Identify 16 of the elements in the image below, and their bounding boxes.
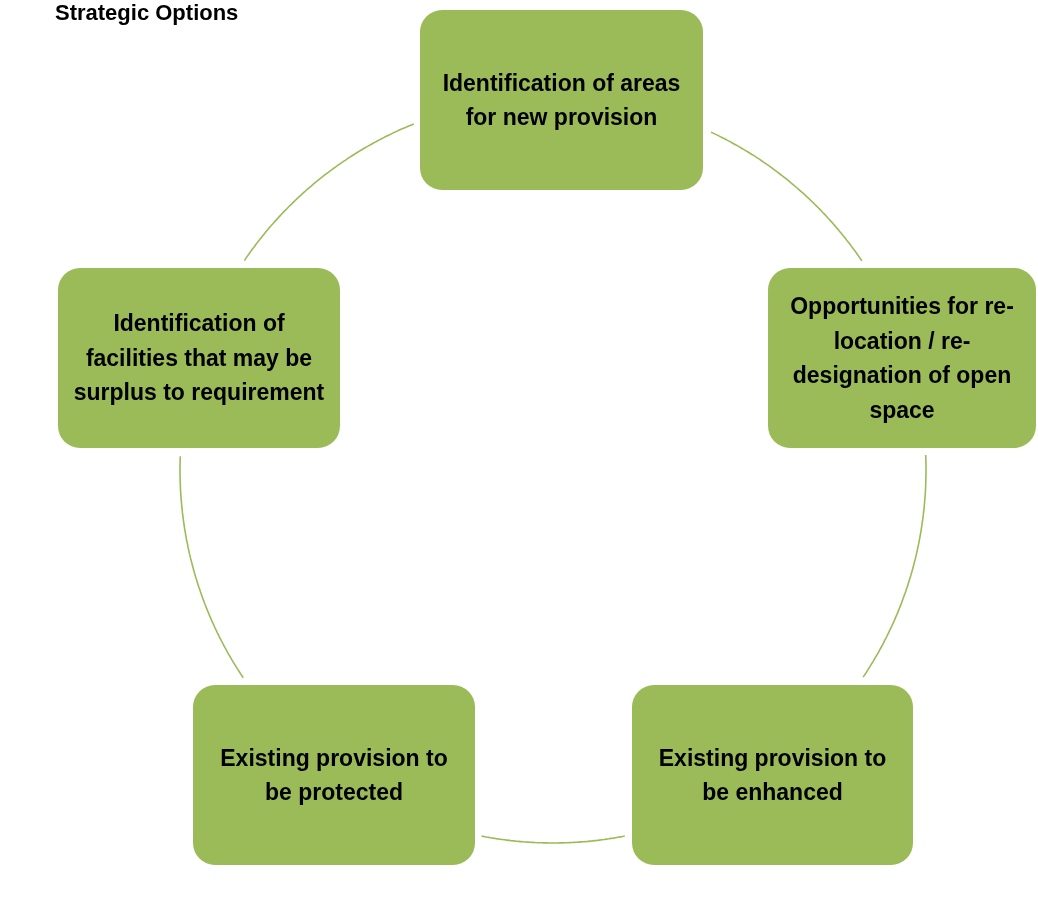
box-label: Opportunities for re-location / re-designation of open space [789, 292, 1015, 425]
box-label: Existing provision to be protected [219, 743, 449, 807]
box-label: Identification of areas for new provision [441, 68, 682, 132]
connector-arc [480, 835, 626, 844]
connector-arc [243, 123, 415, 262]
connector-arc [179, 455, 244, 679]
connector-arc [710, 131, 863, 262]
diagram-title: Strategic Options [55, 0, 239, 26]
connector-arc [862, 454, 927, 678]
process-box [768, 268, 1036, 448]
box-label: Existing provision to be enhanced [657, 743, 888, 807]
process-box [420, 10, 703, 190]
box-label: Identification of facilities that may be surplus to requirement [72, 309, 326, 408]
process-box [632, 685, 913, 865]
process-box [58, 268, 340, 448]
process-box [193, 685, 475, 865]
